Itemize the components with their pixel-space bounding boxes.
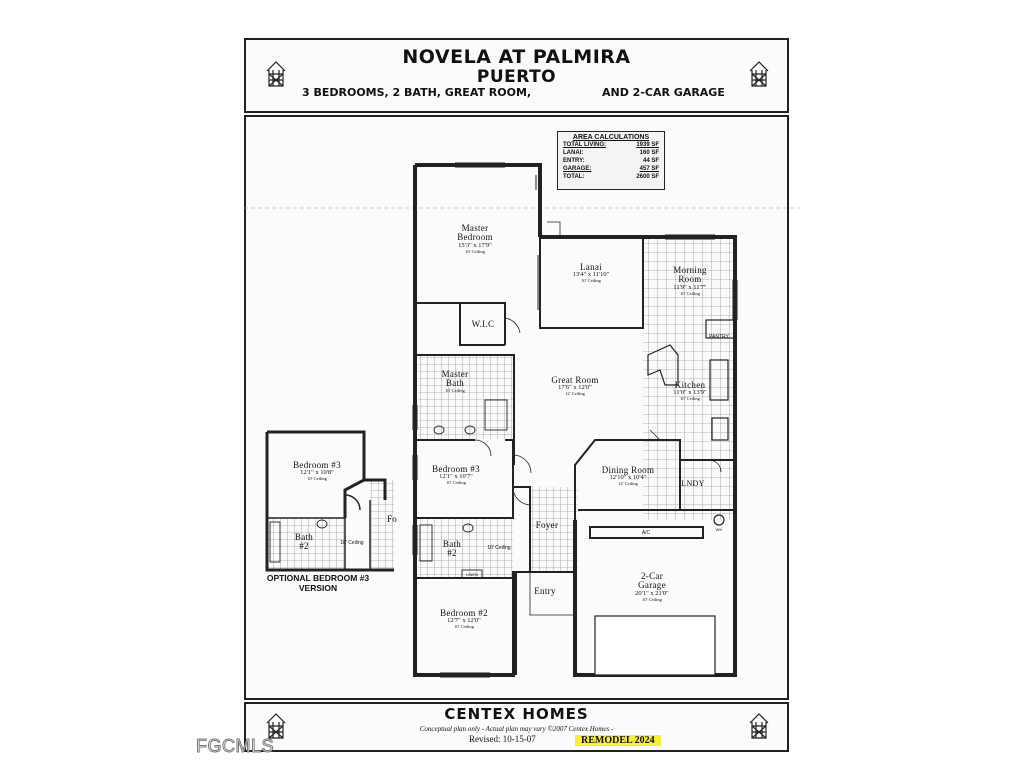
room-bedroom-3: Bedroom #3 12'1" x 10'7" 10' Ceiling bbox=[432, 464, 480, 486]
room-great-room: Great Room 17'6" x 12'0" 12' Ceiling bbox=[551, 375, 599, 397]
title-block: NOVELA AT PALMIRA PUERTO 3 BEDROOMS, 2 B… bbox=[244, 38, 789, 113]
ac-unit-label: A/C bbox=[641, 530, 651, 536]
house-logo-icon bbox=[749, 713, 769, 739]
bath2-tile bbox=[418, 518, 513, 578]
water-heater-label: WH bbox=[715, 527, 723, 532]
room-entry: Entry bbox=[534, 586, 556, 596]
room-wic: W.I.C bbox=[471, 319, 495, 329]
builder-brand: CENTEX HOMES bbox=[444, 705, 589, 723]
house-logo-icon bbox=[749, 61, 769, 87]
optional-foyer-tile bbox=[370, 480, 394, 570]
room-foyer: Foyer bbox=[535, 520, 559, 530]
room-pantry: PANTRY bbox=[709, 334, 729, 340]
optional-bath-tile bbox=[268, 518, 344, 570]
room-morning-room: Morning Room 11'9" x 11'7" 10' Ceiling bbox=[673, 265, 707, 296]
optional-bedroom-3: Bedroom #3 12'1" x 10'8" 10' Ceiling bbox=[293, 460, 341, 482]
plan-disclaimer: Conceptual plan only - Actual plan may v… bbox=[419, 725, 614, 733]
room-lanai: Lanai 13'4" x 11'10" 10' Ceiling bbox=[572, 262, 610, 284]
area-row: ENTRY:44 SF bbox=[563, 158, 659, 164]
area-row: TOTAL LIVING:1939 SF bbox=[563, 142, 659, 148]
area-row: TOTAL:2600 SF bbox=[563, 174, 659, 180]
mls-watermark: FGCMLS bbox=[195, 736, 275, 757]
house-logo-icon bbox=[266, 713, 286, 739]
optional-bath-ceiling: 10' Ceiling bbox=[340, 540, 364, 546]
plan-model: PUERTO bbox=[476, 67, 557, 87]
house-logo-icon bbox=[266, 61, 286, 87]
master-bath-tile bbox=[418, 355, 514, 439]
remodel-badge: REMODEL 2024 bbox=[575, 735, 661, 746]
area-calculations-title: AREA CALCULATIONS bbox=[572, 134, 650, 141]
bath-2-ceiling: 10' Ceiling bbox=[487, 545, 511, 551]
optional-bath-2: Bath #2 bbox=[294, 532, 314, 552]
room-bath-2: Bath #2 bbox=[442, 539, 462, 559]
area-row: LANAI:160 SF bbox=[563, 150, 659, 156]
garage-door bbox=[594, 615, 716, 676]
room-kitchen: Kitchen 11'0" x 13'9" 10' Ceiling bbox=[673, 380, 707, 402]
room-laundry: LNDY bbox=[681, 479, 705, 488]
area-calculations-table: AREA CALCULATIONS TOTAL LIVING:1939 SF L… bbox=[557, 131, 665, 190]
room-master-bedroom: Master Bedroom 15'3" x 17'9" 10' Ceiling bbox=[457, 223, 493, 254]
room-garage: 2-Car Garage 20'1" x 21'0" 10' Ceiling bbox=[635, 571, 669, 602]
kitchen-tile bbox=[643, 320, 735, 520]
plan-subtitle-right: AND 2-CAR GARAGE bbox=[602, 86, 725, 99]
room-linen: LINEN bbox=[466, 572, 478, 577]
room-bedroom-2: Bedroom #2 12'7" x 12'0" 10' Ceiling bbox=[440, 608, 488, 630]
foyer-tile bbox=[530, 487, 578, 572]
room-master-bath: Master Bath 10' Ceiling bbox=[441, 369, 469, 393]
optional-foyer: Fo bbox=[386, 514, 398, 524]
optional-caption: OPTIONAL BEDROOM #3 VERSION bbox=[266, 573, 370, 593]
plan-title: NOVELA AT PALMIRA bbox=[402, 46, 631, 68]
room-dining-room: Dining Room 12'10" x 10'4" 12' Ceiling bbox=[601, 465, 655, 487]
revised-date: Revised: 10-15-07 bbox=[469, 734, 536, 744]
area-row: GARAGE:457 SF bbox=[563, 166, 659, 172]
plan-subtitle-left: 3 BEDROOMS, 2 BATH, GREAT ROOM, bbox=[302, 86, 532, 99]
footer-block bbox=[244, 702, 789, 752]
